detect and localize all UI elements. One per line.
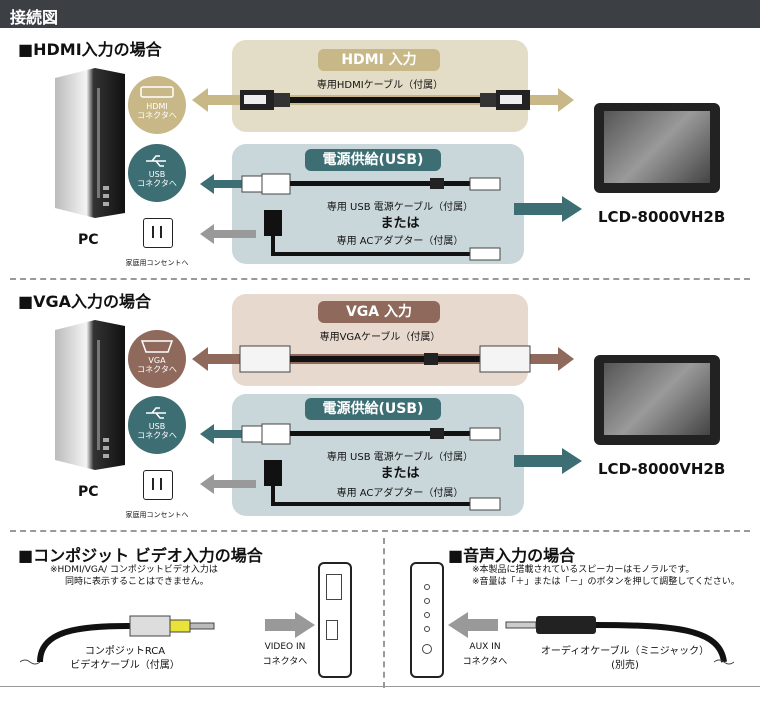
section-divider [10,278,750,280]
audio-cable-label-2: (別売) [611,660,639,671]
pc-tower-icon [55,68,125,218]
audio-cable-drawing [505,616,735,665]
monitor-label: LCD-8000VH2B [598,208,726,226]
hdmi-cable-label: 専用HDMIケーブル（付属） [316,80,444,91]
or-label: または [380,466,420,481]
vga-input-pill: VGA 入力 [318,301,440,323]
to-monitor-arrow [514,448,582,474]
usb-icon [146,155,166,167]
usb-cable-label: 専用 USB 電源ケーブル（付属） [326,452,474,463]
section-divider [10,530,750,532]
usb-connector-badge: USB コネクタへ [128,396,186,454]
hdmi-port-icon [140,86,174,98]
vga-section-title: ■VGA入力の場合 [18,292,152,311]
vga-port-label: VGA [148,356,166,365]
hdmi-input-pill: HDMI 入力 [318,49,440,71]
hdmi-cable-arrow [192,88,574,112]
to-video-in-arrow [265,612,315,638]
or-label: または [380,216,420,231]
vga-port-label-2: コネクタへ [137,365,177,374]
video-in-label-2: コネクタへ [262,657,308,667]
monitor-icon [594,355,720,445]
usb-power-pill: 電源供給(USB) [305,149,441,171]
page-title: 接続図 [10,8,59,27]
usb-cable-label: 専用 USB 電源ケーブル（付属） [326,202,474,213]
usb-port-label: USB [148,170,166,179]
usb-cable-drawing [200,173,501,261]
pc-label: PC [78,232,99,248]
audio-note-2: ※音量は「＋」または「－」のボタンを押して調整してください。 [472,577,740,587]
audio-section-title: ■音声入力の場合 [448,546,576,565]
hdmi-connector-badge: HDMI コネクタへ [128,76,186,134]
usb-port-label-2: コネクタへ [137,431,177,440]
usb-cable-drawing [200,423,501,511]
hdmi-section-title: ■HDMI入力の場合 [18,40,162,59]
usb-port-label: USB [148,422,166,431]
audio-cable-label-1: オーディオケーブル（ミニジャック） [540,646,710,657]
video-in-label-1: VIDEO IN [264,642,306,652]
rca-cable-drawing [20,615,215,665]
vga-cable-label: 専用VGAケーブル（付属） [319,332,441,343]
hdmi-port-label-2: コネクタへ [137,111,177,120]
audio-note-1: ※本製品に搭載されているスピーカーはモノラルです。 [472,565,695,575]
section-divider-vertical [383,538,385,688]
pc-label: PC [78,484,99,500]
to-monitor-arrow [514,196,582,222]
vga-connector-badge: VGA コネクタへ [128,330,186,388]
outlet-icon [143,218,173,248]
rca-cable-label-2: ビデオケーブル（付属） [70,660,180,671]
outlet-label: 家庭用コンセントへ [125,511,189,519]
usb-icon [146,407,166,419]
usb-power-pill: 電源供給(USB) [305,398,441,420]
ac-adapter-label: 専用 ACアダプター（付属） [336,488,464,499]
rca-cable-label-1: コンポジットRCA [84,646,166,657]
pc-tower-icon [55,320,125,470]
to-aux-in-arrow [448,612,498,638]
monitor-label: LCD-8000VH2B [598,460,726,478]
aux-in-label-1: AUX IN [469,642,501,652]
usb-port-label-2: コネクタへ [137,179,177,188]
monitor-side-icon [318,562,352,678]
bottom-border [0,686,760,687]
header-bar: 接続図 [0,0,760,28]
outlet-label: 家庭用コンセントへ [125,259,189,267]
vga-port-icon [140,340,174,353]
vga-cable-arrow [192,345,574,373]
aux-in-label-2: コネクタへ [462,657,508,667]
composite-section-title: ■コンポジット ビデオ入力の場合 [18,546,263,565]
monitor-side-icon [410,562,444,678]
usb-connector-badge: USB コネクタへ [128,144,186,202]
ac-adapter-label: 専用 ACアダプター（付属） [336,236,464,247]
hdmi-port-label: HDMI [146,102,168,111]
monitor-icon [594,103,720,193]
outlet-icon [143,470,173,500]
composite-note-2: 同時に表示することはできません。 [65,577,209,587]
composite-note-1: ※HDMI/VGA/ コンポジットビデオ入力は [50,565,218,575]
